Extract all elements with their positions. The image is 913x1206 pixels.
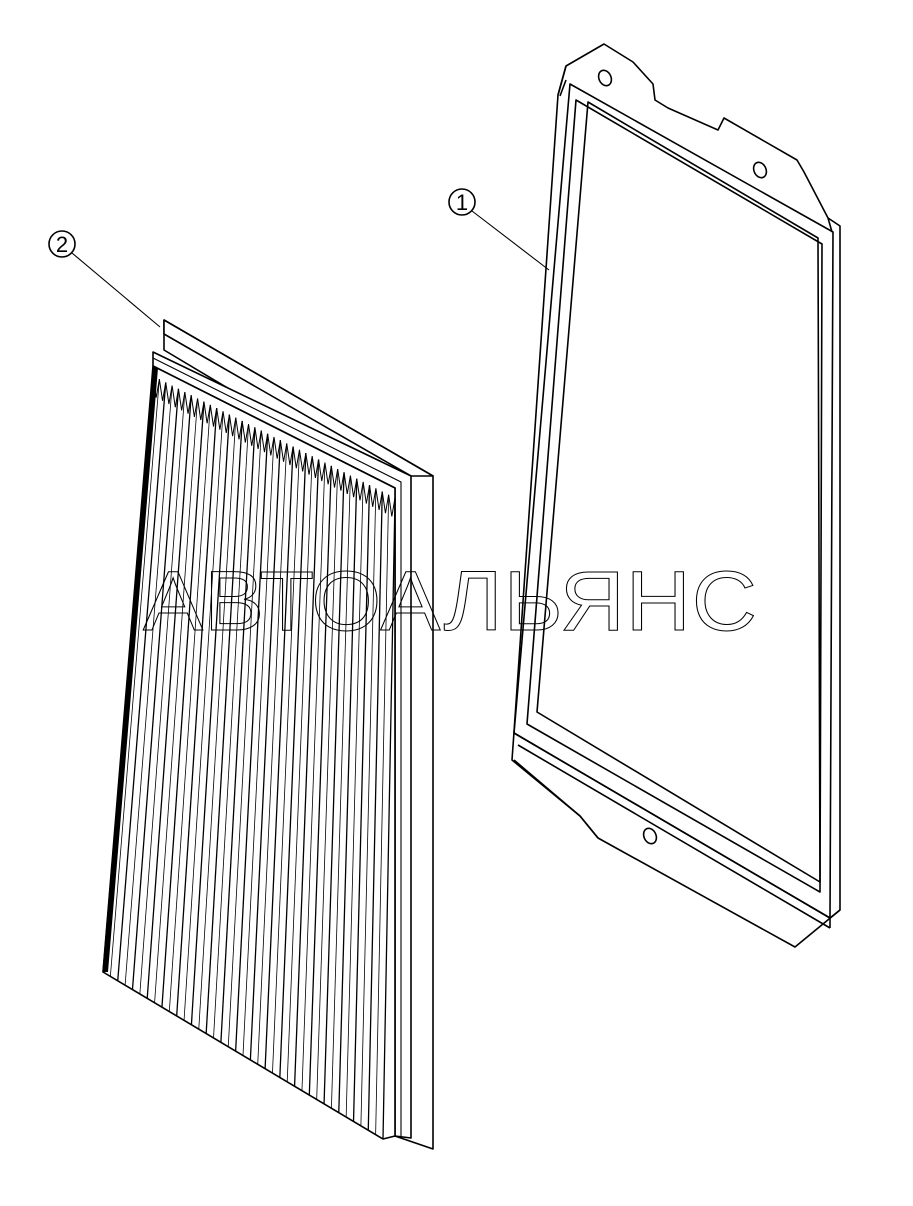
pleat-tip	[273, 436, 281, 459]
frame-part	[511, 43, 841, 948]
pleat-tip	[190, 395, 199, 417]
callout-2-label: 2	[56, 232, 68, 257]
callout-1-label: 1	[456, 190, 468, 215]
pleat-tip	[324, 462, 332, 485]
pleat-tip	[248, 424, 256, 446]
pleat-tip	[228, 414, 237, 437]
callout-1-leader	[471, 210, 550, 271]
pleat-line	[257, 443, 288, 1065]
pleat-tip	[298, 449, 307, 472]
pleat-line	[109, 379, 160, 977]
pleat-line	[124, 385, 173, 986]
pleat-tip	[241, 420, 250, 443]
mount-hole-bottom	[642, 827, 658, 845]
pleat-line	[213, 424, 249, 1038]
pleat-line	[345, 481, 364, 1118]
pleat-line	[176, 408, 218, 1016]
pleat-tip	[216, 408, 224, 430]
pleat-tip	[388, 494, 396, 517]
pleat-line	[242, 436, 275, 1056]
pleat-tip	[209, 404, 218, 427]
pleat-tip	[235, 417, 243, 440]
pleat-tip	[267, 433, 275, 456]
pleat-line	[131, 388, 180, 990]
pleat-tip	[254, 427, 262, 450]
pleat-line	[249, 440, 282, 1060]
pleat-line	[146, 395, 192, 999]
pleat-tip	[222, 411, 230, 434]
pleat-line	[375, 494, 390, 1135]
pleat-line	[190, 414, 231, 1025]
pleat-line	[323, 472, 345, 1104]
pleat-line	[227, 430, 262, 1047]
pleat-tip	[177, 388, 186, 411]
callout-1: 1	[448, 188, 550, 271]
pleat-line	[154, 398, 198, 1003]
pleat-line	[360, 488, 377, 1126]
pleat-line	[382, 497, 396, 1140]
pleat-line	[117, 382, 167, 981]
pleat-tip	[375, 488, 383, 511]
pleat-pack-edge	[103, 366, 158, 972]
pleat-tip	[203, 401, 211, 424]
pleat-tip	[337, 469, 345, 491]
callout-2: 2	[48, 230, 161, 328]
callout-1-circle	[448, 188, 476, 216]
pleat-line	[352, 485, 371, 1122]
pleat-line	[301, 462, 326, 1091]
pleat-line	[264, 446, 294, 1069]
pleat-tip	[311, 456, 320, 478]
pleat-line	[272, 449, 300, 1074]
callout-2-circle	[48, 230, 76, 258]
pleat-tip	[349, 475, 358, 498]
pleat-line	[316, 469, 339, 1100]
pleat-line	[338, 478, 358, 1113]
pleat-line	[161, 401, 205, 1008]
pleat-line	[308, 465, 332, 1096]
pleat-line	[198, 417, 237, 1030]
pleat-line	[220, 427, 256, 1043]
pleat-line	[286, 456, 313, 1082]
pleat-tip	[369, 485, 377, 507]
pleat-tip	[343, 472, 351, 495]
pleat-tip	[305, 452, 313, 475]
filter-element	[102, 319, 434, 1150]
callout-2-leader	[71, 252, 161, 328]
pleat-tip	[279, 440, 288, 462]
pleat-line	[279, 453, 307, 1078]
mount-hole-top-right	[752, 161, 768, 179]
frame-window	[536, 101, 821, 883]
frame-outer	[511, 43, 841, 948]
pleat-line	[367, 491, 383, 1131]
pleat-tip	[292, 446, 300, 469]
pleat-tip	[260, 430, 269, 453]
pleat-line	[234, 433, 269, 1052]
pleat-line	[331, 475, 351, 1109]
pleat-tip	[318, 459, 326, 482]
pleat-tip	[165, 382, 173, 405]
pleat-tip	[362, 481, 371, 504]
pleat-line	[139, 392, 186, 995]
pleat-line	[293, 459, 320, 1087]
pleat-tip	[381, 491, 390, 514]
mount-hole-top-left	[597, 69, 613, 87]
pleat-line	[168, 404, 211, 1012]
pleat-tip	[286, 443, 294, 466]
watermark-text: АВТОАЛЬЯНС	[143, 554, 758, 648]
filter-pleats	[102, 366, 396, 1140]
pleat-line	[205, 420, 243, 1034]
pleat-tip	[356, 478, 364, 501]
pleat-tip	[330, 465, 339, 488]
pleat-line	[183, 411, 224, 1021]
